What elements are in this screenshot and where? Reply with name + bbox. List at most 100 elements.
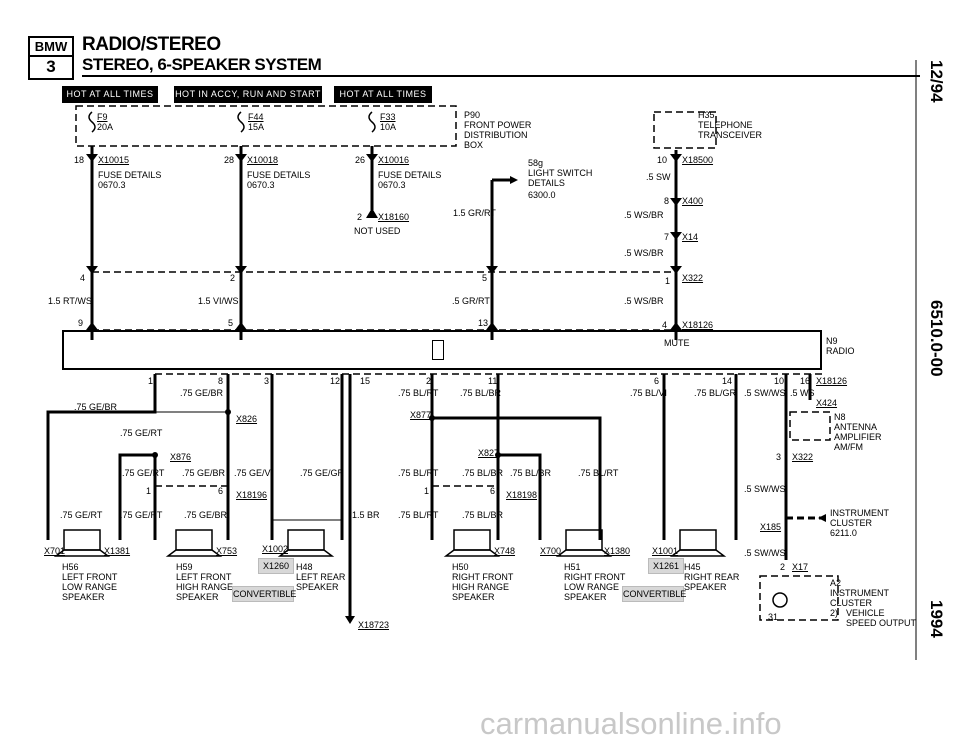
w-gert: .75 GE/RT — [120, 428, 163, 438]
w-blbr4: .75 BL/BR — [462, 510, 504, 520]
w-gevi: .75 GE/VI — [234, 468, 274, 478]
pin-13: 13 — [478, 318, 489, 328]
w-blvi: .75 BL/VI — [630, 388, 668, 398]
a2-n2: 2) — [830, 608, 839, 618]
fuse-f33-pin: 26 — [355, 155, 366, 165]
p90-l3: BOX — [464, 140, 484, 150]
pin-5: 5 — [482, 273, 488, 283]
pin-4: 4 — [80, 273, 86, 283]
x18196: X18196 — [236, 490, 268, 500]
x827: X827 — [478, 448, 500, 458]
x424: X424 — [816, 398, 838, 408]
wire-rt-ws: 1.5 RT/WS — [48, 296, 92, 306]
h35-l2: TRANSCEIVER — [698, 130, 763, 140]
n8-pin: 3 — [776, 452, 782, 462]
spk-h48-conn2: X1260 — [258, 558, 294, 574]
w-gegr: .75 GE/GR — [300, 468, 345, 478]
w-blbr: .75 BL/BR — [460, 388, 502, 398]
spk-h51-l2: LOW RANGE — [564, 582, 620, 592]
radio-box — [62, 330, 822, 370]
spk-h51-conn: X700 — [540, 546, 562, 556]
p90-l2: DISTRIBUTION — [464, 130, 528, 140]
spk-h48-id: H48 — [296, 562, 313, 572]
logo-bottom: 3 — [46, 57, 56, 76]
a2-l4: SPEED OUTPUT — [846, 618, 917, 628]
pin-1: 1 — [665, 276, 671, 286]
fuse-f33-ref: 0670.3 — [378, 180, 406, 190]
p90-id: P90 — [464, 110, 481, 120]
x17: X17 — [792, 562, 809, 572]
h35-conn3: X14 — [682, 232, 699, 242]
h35-l1: TELEPHONE — [698, 120, 753, 130]
ic-ref: 6211.0 — [830, 528, 857, 538]
p90-l1: FRONT POWER — [464, 120, 532, 130]
x18160-pin: 2 — [357, 212, 363, 222]
fuse-f9-ref: 0670.3 — [98, 180, 126, 190]
w-blbr2: .75 BL/BR — [462, 468, 504, 478]
h35-pin2: 8 — [664, 196, 670, 206]
spk-h50-id: H50 — [452, 562, 469, 572]
x18198: X18198 — [506, 490, 538, 500]
x322-conn: X322 — [682, 273, 704, 283]
radio-id: N9 — [826, 336, 838, 346]
pin-5b: 5 — [228, 318, 234, 328]
ic-l1: INSTRUMENT — [830, 508, 889, 518]
a2-l3: VEHICLE — [846, 608, 885, 618]
w-swws2: .5 SW/WS — [744, 484, 786, 494]
fuse-f44-id: F44 — [248, 112, 264, 122]
h35-w1: .5 SW — [646, 172, 671, 182]
fuse-f44-amp: 15A — [248, 122, 265, 132]
lightsw-l2: DETAILS — [528, 178, 565, 188]
x18126b: X18126 — [816, 376, 848, 386]
bpin-14: 14 — [722, 376, 733, 386]
wire-ws-br: .5 WS/BR — [624, 296, 664, 306]
x322b: X322 — [792, 452, 814, 462]
w-swws: .5 SW/WS — [744, 388, 786, 398]
fuse-f33-amp: 10A — [380, 122, 397, 132]
fuse-f44-ref: 0670.3 — [247, 180, 275, 190]
a2-l2: CLUSTER — [830, 598, 873, 608]
bpin-10: 10 — [774, 376, 785, 386]
fuse-f9-id: F9 — [97, 112, 108, 122]
bpin-16: 16 — [800, 376, 811, 386]
w-gebr2: .75 GE/BR — [182, 468, 226, 478]
pill-hot-all-2: HOT AT ALL TIMES — [334, 86, 432, 103]
radio-mute: MUTE — [664, 338, 690, 348]
n8-l3: AM/FM — [834, 442, 863, 452]
w-blbr3: .75 BL/BR — [510, 468, 552, 478]
fuse-f9-conn: X10015 — [98, 155, 130, 165]
watermark: carmanualsonline.info — [480, 706, 782, 741]
pill-hot-accy: HOT IN ACCY, RUN AND START — [174, 86, 322, 103]
bpin-12: 12 — [330, 376, 341, 386]
lightsw-l1: LIGHT SWITCH — [528, 168, 593, 178]
h35-w2: .5 WS/BR — [624, 210, 664, 220]
spk-h45-l1: RIGHT REAR — [684, 572, 740, 582]
bpin-8: 8 — [218, 376, 224, 386]
n8-l2: AMPLIFIER — [834, 432, 882, 442]
spk-h50-l3: SPEAKER — [452, 592, 495, 602]
spk-h56-l3: SPEAKER — [62, 592, 105, 602]
spk-h59-id: H59 — [176, 562, 193, 572]
ic-l2: CLUSTER — [830, 518, 873, 528]
fuse-f44-pin: 28 — [224, 155, 235, 165]
spk-h56-l2: LOW RANGE — [62, 582, 118, 592]
w-blgr: .75 BL/GR — [694, 388, 737, 398]
spk-h56-conn2: X1381 — [104, 546, 131, 556]
w-gert4: .75 GE/RT — [120, 510, 163, 520]
x18160-note: NOT USED — [354, 226, 401, 236]
wire-gr-rt: .5 GR/RT — [452, 296, 490, 306]
x185: X185 — [760, 522, 782, 532]
w-gert3: .75 GE/RT — [60, 510, 103, 520]
w-15br: 1.5 BR — [352, 510, 380, 520]
n8-id: N8 — [834, 412, 846, 422]
spk-h48-l1: LEFT REAR — [296, 572, 346, 582]
fuse-f9-details: FUSE DETAILS — [98, 170, 162, 180]
w-gebr-left: .75 GE/BR — [74, 402, 118, 412]
w-blrt: .75 BL/RT — [398, 388, 439, 398]
h35-pin: 10 — [657, 155, 668, 165]
a2-id: A2 — [830, 578, 842, 588]
fuse-f44-conn: X10018 — [247, 155, 279, 165]
pin-2: 2 — [230, 273, 236, 283]
bpin-6: 6 — [654, 376, 660, 386]
